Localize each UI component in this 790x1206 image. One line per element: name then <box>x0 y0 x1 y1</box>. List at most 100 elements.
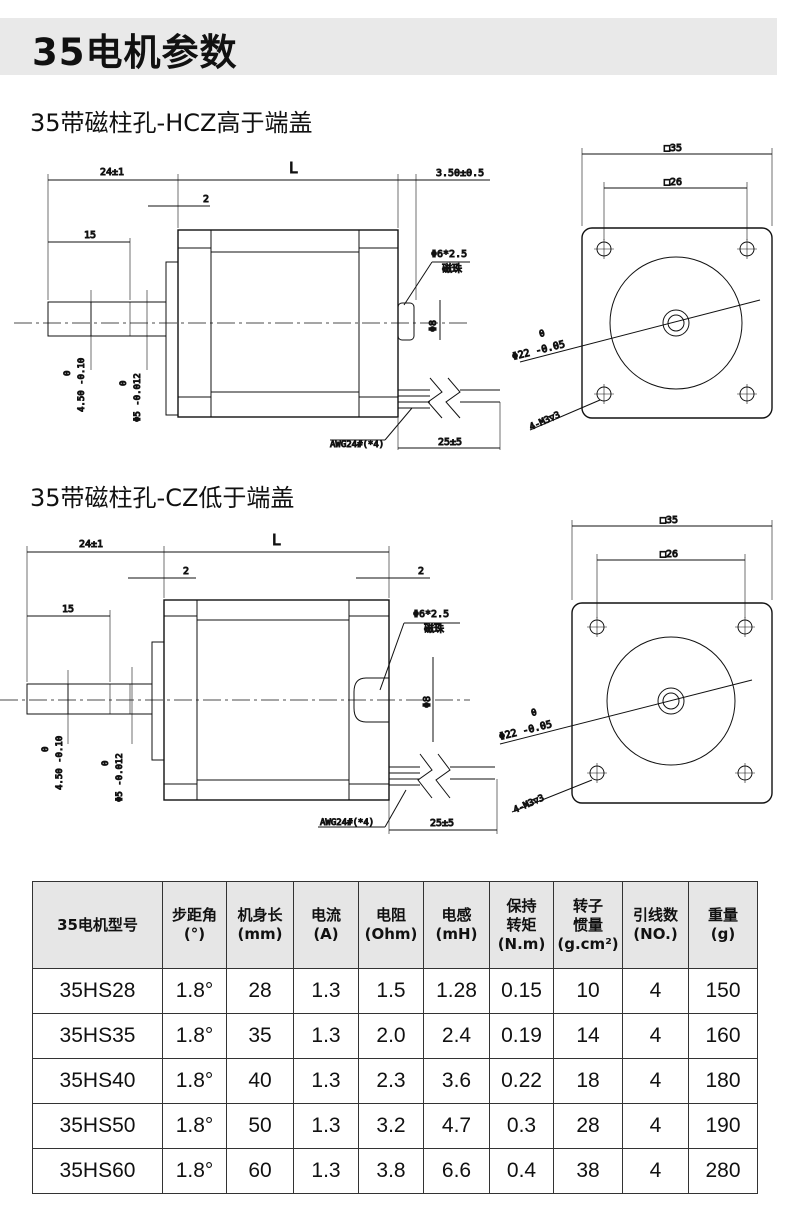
cell-holding-torque: 0.15 <box>489 968 554 1014</box>
cell-weight: 190 <box>688 1103 758 1149</box>
cell-body-length: 50 <box>226 1103 294 1149</box>
dim-pilot-diameter: Φ22 -0.05 <box>511 339 566 363</box>
cell-lead-count: 4 <box>622 968 689 1014</box>
dim-flange-thickness: 2 <box>183 566 189 577</box>
dim-flat-length: 15 <box>62 604 74 615</box>
page-title-bar: 35电机参数 <box>0 18 777 75</box>
cell-holding-torque: 0.19 <box>489 1013 554 1059</box>
dim-shaft-tol-top: 0 <box>119 381 129 386</box>
dim-lead-length: 25±5 <box>430 818 454 829</box>
cell-model: 35HS40 <box>32 1058 163 1104</box>
dim-hole-note: Φ6*2.5 <box>431 249 467 260</box>
drawing-cz: 24±1 L 2 2 15 Φ6*2.5 磁珠 Φ8 0 4.50 -0.10 … <box>0 515 773 834</box>
cell-lead-count: 4 <box>622 1058 689 1104</box>
table-header-row: 35电机型号 步距角(°) 机身长(mm) 电流(A) 电阻(Ohm) 电感(m… <box>32 881 758 969</box>
dim-body-length: L <box>272 531 281 549</box>
table-row: 35HS60 1.8° 60 1.3 3.8 6.6 0.4 38 4 280 <box>32 1148 758 1194</box>
cell-holding-torque: 0.4 <box>489 1148 554 1194</box>
cell-body-length: 60 <box>226 1148 294 1194</box>
dim-wire-gauge: AWG24#(*4) <box>330 440 384 450</box>
dim-flat-length: 15 <box>84 230 96 241</box>
cell-weight: 180 <box>688 1058 758 1104</box>
cell-body-length: 35 <box>226 1013 294 1059</box>
cell-inductance: 3.6 <box>423 1058 490 1104</box>
cell-current: 1.3 <box>293 1148 359 1194</box>
dim-wire-gauge: AWG24#(*4) <box>320 818 374 828</box>
dim-flat-tolerance: 4.50 -0.10 <box>77 358 87 412</box>
cell-rotor-inertia: 38 <box>553 1148 623 1194</box>
cell-current: 1.3 <box>293 1058 359 1104</box>
section2-title: 35带磁柱孔-CZ低于端盖 <box>30 484 295 512</box>
header-rotor-inertia: 转子惯量(g.cm²) <box>553 881 623 969</box>
dim-shaft-length: 24±1 <box>79 539 103 550</box>
dim-flat-tol-top: 0 <box>63 371 73 376</box>
cell-holding-torque: 0.3 <box>489 1103 554 1149</box>
cell-model: 35HS60 <box>32 1148 163 1194</box>
cell-model: 35HS50 <box>32 1103 163 1149</box>
dim-shaft-tolerance: Φ5 -0.012 <box>133 373 143 422</box>
dim-mount-screws: 4-M3▽3 <box>512 793 546 815</box>
cell-rotor-inertia: 18 <box>553 1058 623 1104</box>
page-title: 35电机参数 <box>32 31 238 74</box>
dim-hole-diameter: Φ8 <box>428 320 439 332</box>
header-holding-torque: 保持转矩(N.m) <box>489 881 554 969</box>
cell-resistance: 2.3 <box>358 1058 424 1104</box>
dim-square-35: □35 <box>660 515 678 526</box>
dim-hole-note-2: 磁珠 <box>442 262 462 275</box>
cell-current: 1.3 <box>293 968 359 1014</box>
header-resistance: 电阻(Ohm) <box>358 881 424 969</box>
cell-model: 35HS28 <box>32 968 163 1014</box>
table-row: 35HS50 1.8° 50 1.3 3.2 4.7 0.3 28 4 190 <box>32 1103 758 1149</box>
cell-weight: 280 <box>688 1148 758 1194</box>
cell-holding-torque: 0.22 <box>489 1058 554 1104</box>
header-current: 电流(A) <box>293 881 359 969</box>
cell-body-length: 40 <box>226 1058 294 1104</box>
cell-current: 1.3 <box>293 1013 359 1059</box>
dim-pilot-tol-top: 0 <box>538 329 546 340</box>
dim-flat-tolerance: 4.50 -0.10 <box>55 736 65 790</box>
cell-body-length: 28 <box>226 968 294 1014</box>
cell-model: 35HS35 <box>32 1013 163 1059</box>
cell-current: 1.3 <box>293 1103 359 1149</box>
cell-inductance: 2.4 <box>423 1013 490 1059</box>
section1-title: 35带磁柱孔-HCZ高于端盖 <box>30 109 313 137</box>
cell-weight: 160 <box>688 1013 758 1059</box>
cell-inductance: 6.6 <box>423 1148 490 1194</box>
cell-lead-count: 4 <box>622 1013 689 1059</box>
front-view <box>499 520 773 813</box>
dim-square-26: □26 <box>664 177 682 188</box>
cell-rotor-inertia: 28 <box>553 1103 623 1149</box>
header-weight: 重量(g) <box>688 881 758 969</box>
cell-lead-count: 4 <box>622 1148 689 1194</box>
side-view <box>14 174 501 450</box>
table-row: 35HS28 1.8° 28 1.3 1.5 1.28 0.15 10 4 15… <box>32 968 758 1014</box>
dim-shaft-tol-top: 0 <box>101 761 111 766</box>
dim-pilot-tol-top: 0 <box>530 708 538 719</box>
cell-step-angle: 1.8° <box>162 1148 227 1194</box>
cell-resistance: 3.2 <box>358 1103 424 1149</box>
cell-inductance: 4.7 <box>423 1103 490 1149</box>
cell-step-angle: 1.8° <box>162 1013 227 1059</box>
cell-weight: 150 <box>688 968 758 1014</box>
side-view <box>0 546 498 834</box>
cell-rotor-inertia: 14 <box>553 1013 623 1059</box>
dim-hole-diameter: Φ8 <box>422 696 433 708</box>
cell-lead-count: 4 <box>622 1103 689 1149</box>
drawing-hcz: 24±1 L 2 3.50±0.5 15 Φ6*2.5 磁珠 Φ8 0 4.50… <box>14 143 773 451</box>
cell-step-angle: 1.8° <box>162 1058 227 1104</box>
dim-pilot-diameter: Φ22 -0.05 <box>498 719 553 743</box>
dim-hole-note-2: 磁珠 <box>424 622 444 635</box>
cell-step-angle: 1.8° <box>162 1103 227 1149</box>
dim-lead-length: 25±5 <box>438 437 462 448</box>
dim-square-35: □35 <box>664 143 682 154</box>
cell-resistance: 1.5 <box>358 968 424 1014</box>
dim-end-cap: 3.50±0.5 <box>436 168 484 179</box>
dim-square-26: □26 <box>660 549 678 560</box>
front-view <box>519 148 773 431</box>
dim-end-cap: 2 <box>418 566 424 577</box>
dim-hole-note: Φ6*2.5 <box>413 609 449 620</box>
dim-flange-thickness: 2 <box>203 194 209 205</box>
header-step-angle: 步距角(°) <box>162 881 227 969</box>
dim-shaft-tolerance: Φ5 -0.012 <box>115 753 125 802</box>
cell-resistance: 2.0 <box>358 1013 424 1059</box>
